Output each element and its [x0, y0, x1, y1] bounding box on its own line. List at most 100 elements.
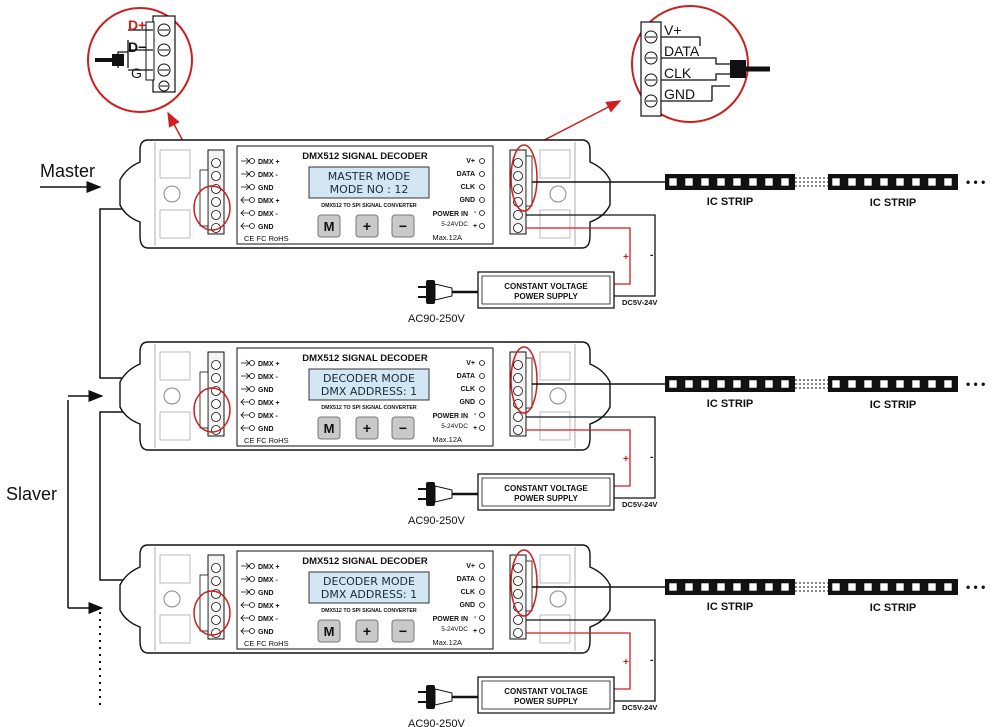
led-chip: [732, 379, 742, 389]
terminal-label: DMX +: [258, 159, 280, 166]
lcd-line-2: DMX ADDRESS: 1: [321, 385, 417, 398]
terminal-label: DMX -: [258, 616, 279, 623]
negative-sign: -: [650, 452, 653, 463]
lcd-line-1: MASTER MODE: [328, 170, 410, 183]
terminal-label: V+: [466, 158, 475, 165]
terminal-label: GND: [258, 387, 274, 394]
led-chip: [911, 582, 921, 592]
psu-label-2: POWER SUPPLY: [514, 697, 578, 706]
led-chip: [780, 177, 790, 187]
svg-text:M: M: [324, 624, 335, 639]
psu-label-1: CONSTANT VOLTAGE: [504, 282, 588, 291]
svg-text:+: +: [473, 223, 477, 230]
max-current-label: Max.12A: [432, 233, 462, 242]
mounting-hole-icon: [549, 590, 567, 608]
terminal-label: GND: [258, 426, 274, 433]
led-chip: [668, 582, 678, 592]
right-terminal-labels: V+ DATA CLK GND POWER IN 5-24VDC Max.12A: [432, 563, 475, 647]
slaver-label: Slaver: [6, 484, 57, 504]
led-chip: [668, 379, 678, 389]
certification-marks: CE FC RoHS: [244, 436, 289, 445]
terminal-label: V+: [466, 563, 475, 570]
strip-label-2: IC STRIP: [870, 197, 916, 209]
dmx-terminal-highlight: [193, 387, 231, 433]
mounting-hole-icon: [549, 185, 567, 203]
lcd-screen: [308, 166, 430, 199]
led-chip: [911, 379, 921, 389]
spi-terminal-zoom: V+ DATA CLK GND: [631, 5, 770, 123]
svg-text:M: M: [324, 421, 335, 436]
led-chip: [927, 582, 937, 592]
psu-label-2: POWER SUPPLY: [514, 292, 578, 301]
mounting-hole-icon: [163, 590, 181, 608]
power-polarity-signs: - +: [473, 209, 477, 230]
negative-sign: -: [650, 250, 653, 261]
led-chip: [684, 379, 694, 389]
terminal-label: DMX -: [258, 577, 279, 584]
power-polarity-signs: - +: [473, 614, 477, 635]
svg-text:-: -: [474, 614, 477, 621]
positive-sign: +: [623, 657, 629, 668]
left-terminal-arrow-icons: [240, 562, 255, 635]
mode-button[interactable]: M: [317, 214, 341, 238]
decoder-unit-1: DMX512 SIGNAL DECODER DMX + DMX - GND DM…: [119, 139, 985, 325]
power-polarity-signs: - +: [473, 411, 477, 432]
led-chip: [895, 582, 905, 592]
led-chip: [847, 177, 857, 187]
power-in-label: POWER IN: [433, 616, 468, 623]
led-chip: [684, 582, 694, 592]
decoder-subtitle: DMX512 TO SPI SIGNAL CONVERTER: [321, 405, 417, 411]
psu-label-2: POWER SUPPLY: [514, 494, 578, 503]
zoom-pin-v-plus: V+: [664, 22, 682, 38]
terminal-label: DATA: [457, 373, 475, 380]
terminal-label: DMX +: [258, 198, 280, 205]
led-chip: [716, 177, 726, 187]
terminal-label: DMX -: [258, 211, 279, 218]
left-terminal-labels: DMX + DMX - GND DMX + DMX - GND: [258, 361, 280, 433]
led-chip: [943, 582, 953, 592]
right-terminal-labels: V+ DATA CLK GND POWER IN 5-24VDC Max.12A: [432, 360, 475, 444]
decoder-subtitle: DMX512 TO SPI SIGNAL CONVERTER: [321, 203, 417, 209]
ic-strip-1: [665, 579, 795, 595]
terminal-label: GND: [258, 185, 274, 192]
lcd-screen: [308, 571, 430, 604]
positive-sign: +: [623, 252, 629, 263]
svg-text:+: +: [473, 425, 477, 432]
led-chip: [927, 379, 937, 389]
led-chip: [879, 379, 889, 389]
ac-input-label: AC90-250V: [408, 515, 466, 527]
mode-button[interactable]: M: [317, 619, 341, 643]
led-chip: [879, 177, 889, 187]
led-chip: [895, 177, 905, 187]
ic-strip-2: [828, 579, 958, 595]
plus-button[interactable]: +: [355, 619, 379, 643]
mounting-hole-icon: [163, 387, 181, 405]
dc-output-label: DC5V-24V: [622, 298, 657, 307]
ac-input-label: AC90-250V: [408, 313, 466, 325]
voltage-label: 5-24VDC: [441, 626, 468, 633]
minus-button[interactable]: −: [391, 619, 415, 643]
decoder-title: DMX512 SIGNAL DECODER: [302, 151, 428, 162]
led-chip: [764, 177, 774, 187]
power-in-label: POWER IN: [433, 413, 468, 420]
terminal-label: CLK: [461, 184, 475, 191]
led-chip: [716, 582, 726, 592]
left-terminal-arrow-icons: [240, 157, 255, 230]
terminal-label: GND: [459, 197, 475, 204]
spi-terminal-block: [509, 351, 533, 437]
plus-button[interactable]: +: [355, 416, 379, 440]
mode-button[interactable]: M: [317, 416, 341, 440]
terminal-label: DMX +: [258, 603, 280, 610]
led-chip: [764, 379, 774, 389]
minus-button[interactable]: −: [391, 214, 415, 238]
dmx-terminal-zoom: D+ D− G: [87, 7, 193, 113]
led-chip: [831, 582, 841, 592]
strip-ellipsis: • • •: [966, 175, 985, 189]
plus-button[interactable]: +: [355, 214, 379, 238]
ic-strip-1: [665, 174, 795, 190]
led-chip: [748, 177, 758, 187]
minus-button[interactable]: −: [391, 416, 415, 440]
led-chip: [863, 582, 873, 592]
terminal-label: GND: [258, 224, 274, 231]
power-in-label: POWER IN: [433, 211, 468, 218]
